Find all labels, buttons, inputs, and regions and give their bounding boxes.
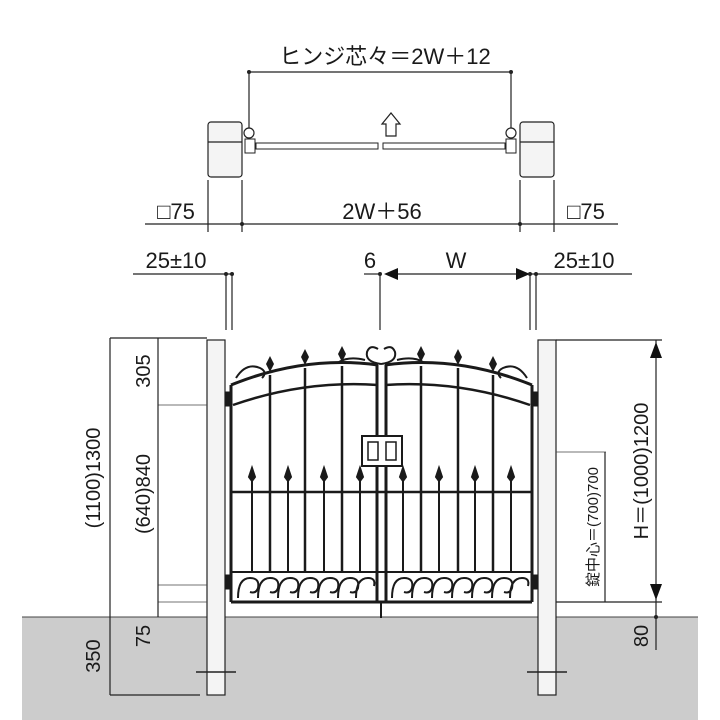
height-dot-ground bbox=[654, 615, 658, 619]
post-left bbox=[206, 339, 226, 696]
width-dot-left bbox=[240, 222, 244, 226]
open-direction-arrow-icon bbox=[380, 112, 402, 137]
center-gap-dot bbox=[378, 272, 382, 276]
hinge-dot-left bbox=[247, 70, 251, 74]
gate-arch-left-outer bbox=[230, 361, 379, 387]
post-right-size-label: □75 bbox=[567, 199, 605, 224]
left-total-label: (1100)1300 bbox=[83, 428, 105, 529]
offset-left-dot-1 bbox=[224, 272, 228, 276]
hinge-lower-left bbox=[224, 574, 232, 590]
right-bottom-label: 80 bbox=[631, 625, 653, 647]
leaf-width-arrow-right-icon bbox=[516, 268, 530, 280]
gate-arch-right-outer bbox=[384, 361, 533, 387]
elevation-view: 25±10 6 W 25±10 bbox=[22, 248, 698, 720]
hinge-center-label: ヒンジ芯々＝2W＋12 bbox=[279, 44, 490, 69]
center-gap-label: 6 bbox=[364, 248, 376, 273]
hinge-dot-right bbox=[509, 70, 513, 74]
lock-handle-right bbox=[385, 441, 397, 461]
top-crest bbox=[235, 346, 528, 379]
hinge-upper-right bbox=[531, 391, 539, 407]
hinge-plan-right-icon bbox=[505, 127, 517, 139]
hinge-bracket-right bbox=[505, 138, 517, 154]
crest-fleur-icons bbox=[266, 346, 497, 372]
plan-view: ヒンジ芯々＝2W＋12 □75 2W＋56 □75 bbox=[145, 44, 618, 232]
left-bottom-label: 75 bbox=[133, 625, 155, 647]
offset-left-dot-2 bbox=[230, 272, 234, 276]
leaf-plan-left bbox=[255, 142, 379, 150]
tall-pickets bbox=[268, 366, 495, 572]
ground-depth-label: 350 bbox=[83, 639, 105, 672]
height-arrow-top-icon bbox=[650, 342, 662, 358]
hinge-lower-right bbox=[531, 574, 539, 590]
leaf-plan-right bbox=[382, 142, 506, 150]
height-arrow-bottom-icon bbox=[650, 584, 662, 600]
offset-right-dot-2 bbox=[534, 272, 538, 276]
leaf-width-arrow-left-icon bbox=[384, 268, 398, 280]
gate-leaves bbox=[224, 346, 539, 618]
leaf-width-label: W bbox=[446, 248, 467, 273]
hinge-plan-left-icon bbox=[243, 127, 255, 139]
left-dimensions: (1100)1300 305 (640)840 75 350 bbox=[83, 337, 207, 696]
post-plan-right bbox=[519, 121, 555, 178]
post-plan-left bbox=[207, 121, 243, 178]
hinge-bracket-left bbox=[244, 138, 256, 154]
offset-right-dot-1 bbox=[528, 272, 532, 276]
left-middle-label: (640)840 bbox=[133, 454, 155, 534]
left-top-label: 305 bbox=[133, 354, 155, 387]
bottom-scrolls bbox=[237, 576, 530, 599]
overall-width-label: 2W＋56 bbox=[342, 199, 421, 224]
offset-left-label: 25±10 bbox=[145, 248, 206, 273]
post-left-size-label: □75 bbox=[157, 199, 195, 224]
hinge-upper-left bbox=[224, 391, 232, 407]
post-right bbox=[537, 339, 557, 696]
lock-center-label: 錠中心＝(700)700 bbox=[585, 467, 602, 587]
short-pickets bbox=[247, 464, 516, 572]
lock-handle-left bbox=[367, 441, 379, 461]
height-label: H＝(1000)1200 bbox=[631, 403, 653, 540]
right-dimensions: 錠中心＝(700)700 H＝(1000)1200 80 bbox=[556, 339, 662, 650]
offset-right-label: 25±10 bbox=[553, 248, 614, 273]
ground-area bbox=[22, 617, 698, 720]
width-dot-right bbox=[518, 222, 522, 226]
